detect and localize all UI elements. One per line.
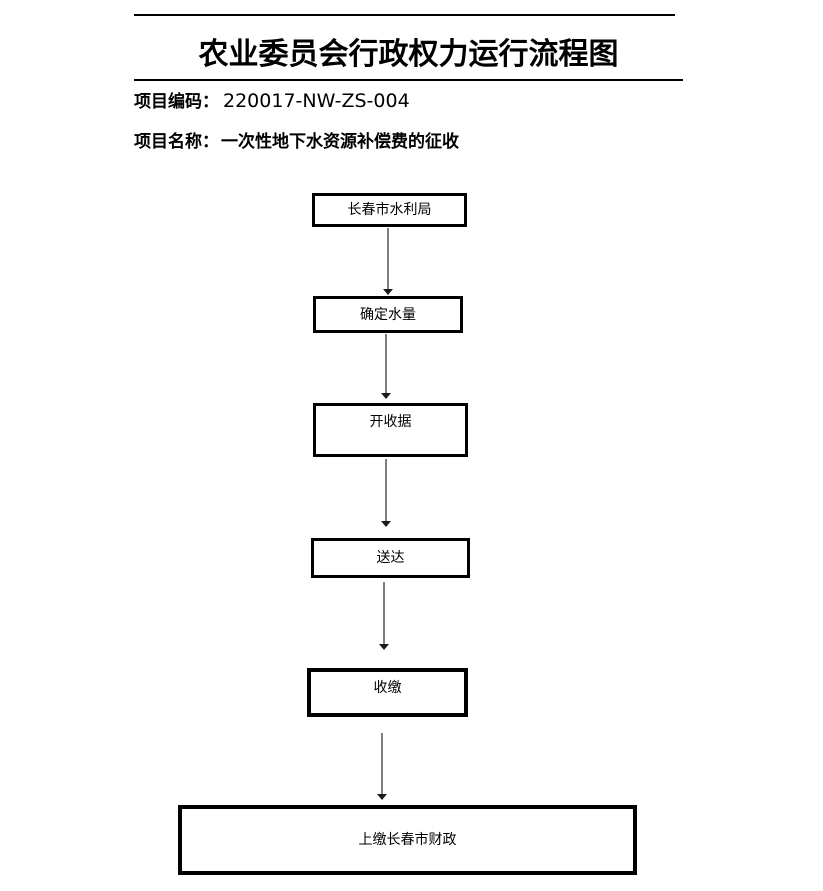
arrow-shaft	[385, 459, 387, 521]
project-name-label: 项目名称：	[134, 132, 219, 152]
arrow-head-icon	[381, 393, 391, 399]
flow-arrow-4	[379, 582, 389, 650]
flow-node-determine-water-volume: 确定水量	[313, 296, 463, 333]
flow-arrow-1	[383, 228, 393, 295]
flow-node-label: 收缴	[373, 680, 402, 696]
flow-node-deliver: 送达	[311, 538, 470, 578]
project-name-row: 项目名称：一次性地下水资源补偿费的征收	[134, 132, 459, 152]
title-underline-rule	[134, 79, 683, 81]
arrow-head-icon	[379, 644, 389, 650]
arrow-shaft	[383, 582, 385, 644]
flow-node-label: 上缴长春市财政	[358, 832, 457, 848]
arrow-shaft	[381, 733, 383, 794]
arrow-shaft	[387, 228, 389, 289]
top-rule-line	[134, 14, 675, 16]
flow-node-remit-to-finance: 上缴长春市财政	[178, 805, 637, 875]
flow-node-label: 确定水量	[360, 306, 416, 323]
flow-node-label: 开收据	[369, 414, 412, 430]
flow-arrow-3	[381, 459, 391, 527]
flow-node-water-bureau: 长春市水利局	[312, 193, 467, 227]
page-title: 农业委员会行政权力运行流程图	[198, 37, 619, 72]
arrow-head-icon	[377, 794, 387, 800]
project-code-row: 项目编码：220017-NW-ZS-004	[134, 91, 410, 112]
flow-node-label: 送达	[376, 550, 405, 566]
arrow-head-icon	[381, 521, 391, 527]
project-code-value: 220017-NW-ZS-004	[223, 90, 410, 112]
project-name-value: 一次性地下水资源补偿费的征收	[221, 132, 459, 152]
arrow-head-icon	[383, 289, 393, 295]
flow-node-collect: 收缴	[307, 668, 468, 717]
flow-node-issue-receipt: 开收据	[313, 403, 468, 457]
arrow-shaft	[385, 334, 387, 393]
project-code-label: 项目编码：	[134, 92, 219, 112]
flow-arrow-2	[381, 334, 391, 399]
flow-arrow-5	[377, 733, 387, 800]
flow-node-label: 长春市水利局	[347, 202, 432, 218]
